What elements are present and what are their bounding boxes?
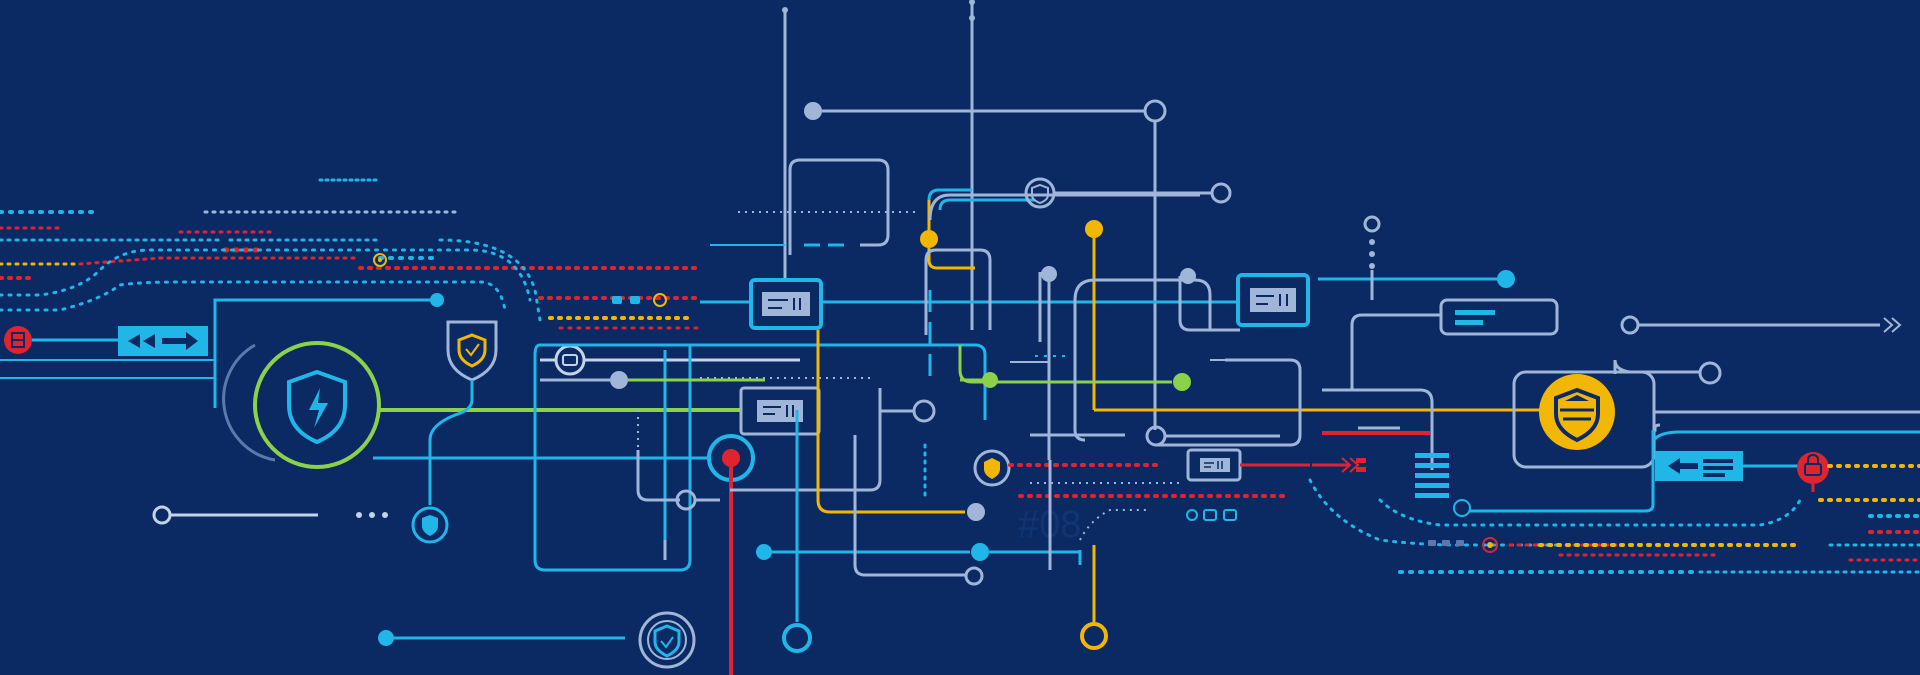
shield-ring [253, 341, 381, 469]
yellow-shield-badge [1539, 374, 1615, 450]
arrow-right-icon [162, 332, 198, 350]
list-box [1439, 298, 1559, 336]
shield-lightning-icon [287, 369, 347, 445]
left-dotted-trails [0, 178, 702, 330]
shield-node-small [411, 506, 449, 544]
arrow-left-icon [128, 334, 155, 348]
shield-check-icon [457, 333, 487, 368]
right-side-circuits [1470, 315, 1920, 562]
stacked-bars-icon [1415, 453, 1449, 498]
shield-badge-yellow [446, 320, 498, 382]
shield-arc [222, 343, 276, 462]
central-circuits [378, 0, 1545, 675]
server-icon [768, 298, 801, 310]
lock-icon [1797, 452, 1829, 484]
right-center-circuits [1186, 215, 1920, 574]
shield-frame [1512, 370, 1656, 469]
shield-bars-icon [1554, 387, 1600, 443]
shield-node-bottom [638, 611, 696, 669]
